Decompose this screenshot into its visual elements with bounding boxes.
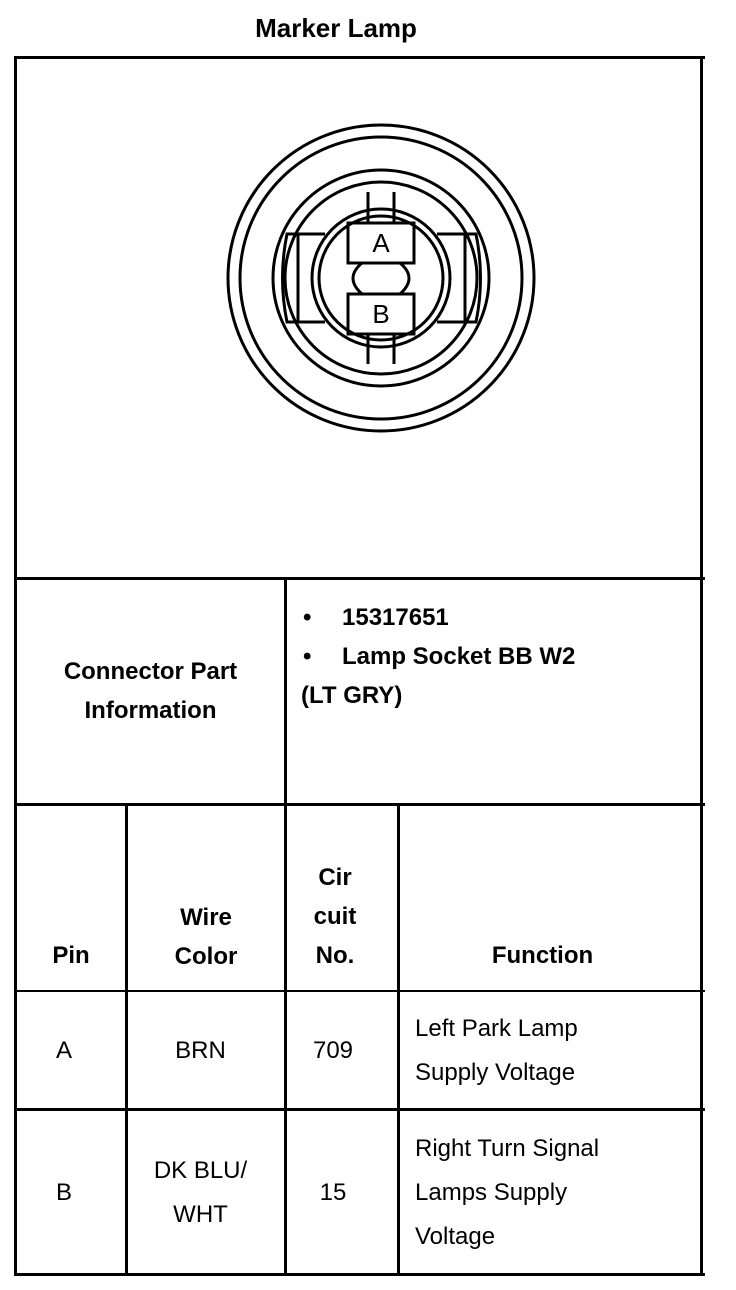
frame-left-border <box>14 56 17 1276</box>
header-circuit-no: Cir cuit No. <box>287 858 383 975</box>
row-b-function-line1: Right Turn Signal <box>415 1135 600 1162</box>
connector-info-label-line2: Information <box>84 697 217 724</box>
bullet-icon: • <box>303 643 312 670</box>
outer-ring-inner <box>238 135 524 421</box>
row-b-function: Right Turn Signal Lamps Supply Voltage <box>415 1127 700 1259</box>
row-a-function-line2: Supply Voltage <box>415 1059 576 1086</box>
header-function: Function <box>491 942 594 969</box>
row-a-bottom-border <box>15 1108 705 1111</box>
row-b-circuit: 15 <box>319 1179 347 1206</box>
diagram-bottom-border <box>15 577 705 580</box>
row-b-wire-color: DK BLU/ WHT <box>128 1149 273 1237</box>
connector-info-list: • 15317651 • Lamp Socket BB W2 (LT GRY) <box>301 598 575 715</box>
page-title: Marker Lamp <box>255 13 417 43</box>
row-a-wire-color: BRN <box>175 1037 226 1064</box>
header-wire-color-line1: Wire <box>180 904 232 931</box>
info-divider <box>284 578 287 1276</box>
inner-ring-inner <box>317 214 445 342</box>
header-pin: Pin <box>52 942 90 969</box>
row-b-pin: B <box>55 1179 72 1206</box>
header-wire-color-line2: Color <box>174 943 238 970</box>
circuit-column-divider <box>397 804 400 1276</box>
header-circuit-line2: cuit <box>313 903 357 930</box>
frame-bottom-border <box>15 1273 705 1276</box>
part-color: (LT GRY) <box>301 682 403 709</box>
row-a-function: Left Park Lamp Supply Voltage <box>415 1007 700 1095</box>
connector-face-diagram: A B <box>226 123 536 433</box>
header-circuit-line3: No. <box>315 942 355 969</box>
middle-ring-inner <box>283 180 479 376</box>
middle-ring <box>271 168 491 388</box>
frame-right-border <box>700 56 703 1276</box>
row-a-pin: A <box>55 1037 72 1064</box>
bullet-icon: • <box>303 604 312 631</box>
connector-info-label-line1: Connector Part <box>63 658 238 685</box>
frame-top-border <box>15 56 705 59</box>
row-b-wire-color-line2: WHT <box>173 1201 228 1228</box>
header-bottom-border <box>15 990 705 992</box>
inner-ring <box>310 207 452 349</box>
left-tab <box>281 232 298 324</box>
row-a-function-line1: Left Park Lamp <box>415 1015 578 1042</box>
center-contact <box>351 261 411 296</box>
pin-b-label: B <box>372 299 389 329</box>
row-b-wire-color-line1: DK BLU/ <box>153 1157 248 1184</box>
list-item: • Lamp Socket BB W2 <box>301 637 575 676</box>
part-number: 15317651 <box>342 604 449 631</box>
pin-column-divider <box>125 804 128 1276</box>
row-b-function-line3: Voltage <box>415 1223 496 1250</box>
pin-a-label: A <box>372 228 390 258</box>
header-circuit-line1: Cir <box>318 864 352 891</box>
part-description: Lamp Socket BB W2 <box>342 643 576 670</box>
row-b-function-line2: Lamps Supply <box>415 1179 568 1206</box>
row-a-circuit: 709 <box>312 1037 354 1064</box>
connector-info-label: Connector Part Information <box>17 652 284 730</box>
right-tab <box>465 232 482 324</box>
outer-ring <box>226 123 536 433</box>
header-wire-color: Wire Color <box>128 898 284 976</box>
info-bottom-border <box>15 803 705 806</box>
list-item: • 15317651 <box>301 598 575 637</box>
